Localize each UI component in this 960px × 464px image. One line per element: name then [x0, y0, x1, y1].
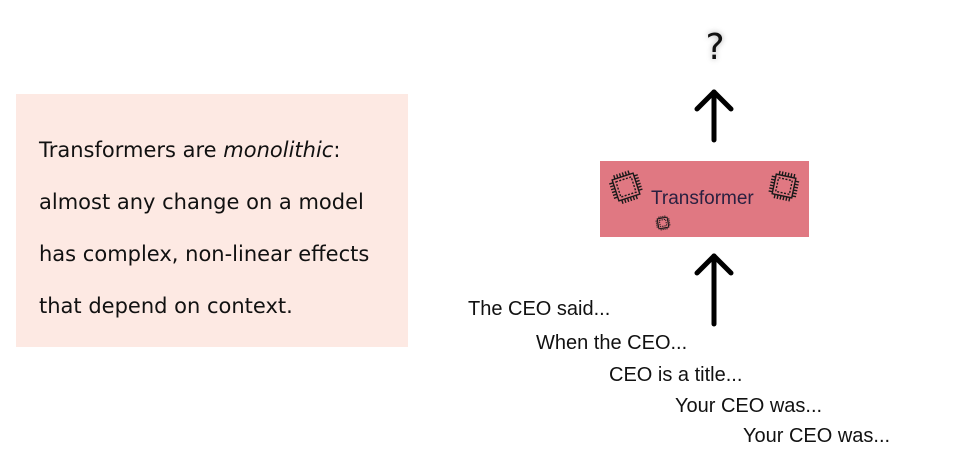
input-prompt: The CEO said...: [468, 298, 611, 320]
callout-text: :: [333, 138, 341, 162]
arrow-up-icon: [694, 89, 734, 143]
input-prompt: CEO is a title...: [609, 364, 743, 386]
arrow-up-icon: [694, 253, 734, 327]
callout-line-4: that depend on context.: [39, 294, 293, 318]
input-prompt: Your CEO was...: [743, 425, 891, 447]
callout-line-1: Transformers are monolithic:: [39, 124, 388, 176]
input-prompt: Your CEO was...: [675, 395, 823, 417]
chip-icon: [768, 170, 800, 202]
input-prompt: When the CEO...: [536, 332, 688, 354]
callout-line-3: has complex, non-linear effects: [39, 242, 370, 266]
transformer-label: Transformer: [651, 188, 754, 209]
callout-text: Transformers are: [39, 138, 224, 162]
callout-box: Transformers are monolithic: almost any …: [16, 94, 408, 347]
chip-icon: [655, 215, 671, 231]
output-question-mark: ?: [705, 27, 725, 68]
callout-line-2: almost any change on a model: [39, 190, 364, 214]
callout-emphasis: monolithic: [223, 138, 334, 162]
transformer-box: Transformer: [600, 161, 809, 237]
chip-icon: [609, 170, 643, 204]
